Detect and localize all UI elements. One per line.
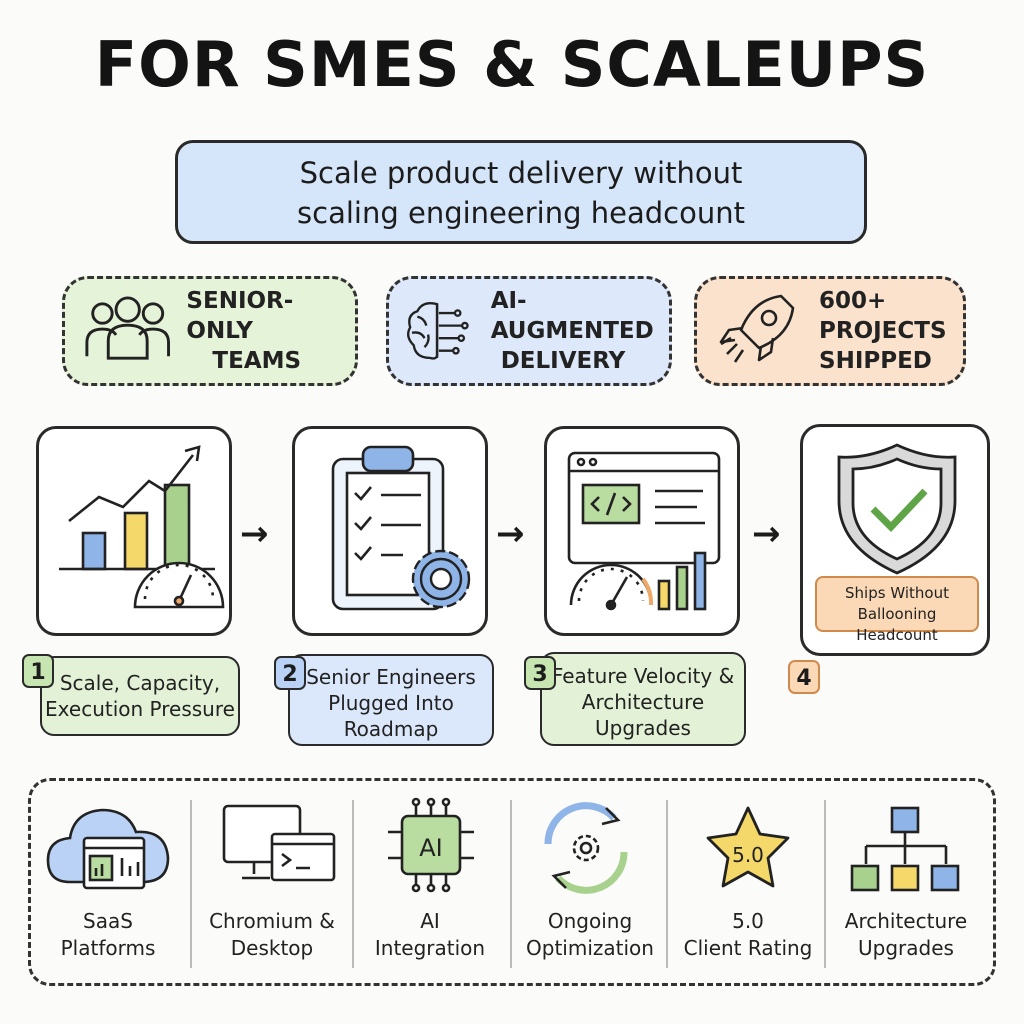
brain-circuit-icon — [406, 302, 469, 360]
arrow-right-icon: → — [752, 514, 781, 554]
capability-label: SaaS Platforms — [28, 908, 188, 962]
capabilities-strip — [28, 778, 996, 986]
rocket-icon — [719, 294, 795, 363]
cap-text: Platforms — [60, 936, 156, 960]
growth-chart-gauge-icon — [59, 445, 225, 609]
cap-text: Chromium & — [209, 909, 335, 933]
outcome-text: Ships Without Ballooning Headcount — [845, 584, 949, 644]
cap-text: Client Rating — [683, 936, 813, 960]
cap-text: AI — [420, 909, 440, 933]
step-text: Plugged Into — [328, 691, 454, 715]
step-card-1 — [36, 426, 232, 636]
highlight-ai-delivery: AI-AUGMENTED DELIVERY — [386, 276, 672, 386]
highlight-line: SENIOR-ONLY — [186, 288, 294, 344]
step-text: Scale, Capacity, — [59, 671, 221, 695]
cap-text: Ongoing — [547, 909, 633, 933]
star-icon: 5.0 — [706, 806, 790, 888]
step-number-4: 4 — [788, 660, 820, 694]
subtitle-banner: Scale product delivery without scaling e… — [175, 140, 867, 244]
shield-check-icon — [837, 443, 957, 575]
page-title: FOR SMES & SCALEUPS — [94, 28, 930, 101]
capability-label: 5.0 Client Rating — [668, 908, 828, 962]
step-label-1: Scale, Capacity, Execution Pressure — [40, 656, 240, 736]
step-text: Senior Engineers — [306, 665, 476, 689]
highlight-line: PROJECTS — [819, 318, 947, 344]
divider — [190, 800, 192, 968]
step-label-2: Senior Engineers Plugged Into Roadmap — [288, 654, 494, 746]
highlight-projects-shipped: 600+ PROJECTS SHIPPED — [694, 276, 966, 386]
step-number-3: 3 — [524, 656, 556, 690]
step-card-2 — [292, 426, 488, 636]
cap-text: Optimization — [526, 936, 654, 960]
highlight-line: AI-AUGMENTED — [490, 288, 654, 344]
highlight-senior-teams: SENIOR-ONLY TEAMS — [62, 276, 358, 386]
star-rating-label: 5.0 — [732, 843, 764, 867]
step-number-1: 1 — [22, 654, 54, 688]
clipboard-gear-icon — [331, 445, 471, 611]
capability-label: Architecture Upgrades — [826, 908, 986, 962]
chip-label: AI — [419, 834, 443, 862]
cap-text: 5.0 — [732, 909, 764, 933]
ai-chip-icon: AI — [388, 797, 474, 893]
step-text: Upgrades — [595, 716, 691, 740]
highlight-line: SHIPPED — [819, 348, 932, 374]
code-window-gauge-icon — [567, 451, 721, 611]
step-text: Execution Pressure — [45, 697, 235, 721]
step-card-3 — [544, 426, 740, 636]
cycle-gear-icon — [544, 802, 628, 894]
desktop-terminal-icon — [222, 804, 336, 882]
cloud-dashboard-icon — [46, 808, 170, 890]
step-number-2: 2 — [274, 656, 306, 690]
capability-label: Chromium & Desktop — [192, 908, 352, 962]
cap-text: Desktop — [230, 936, 314, 960]
divider — [666, 800, 668, 968]
step-text: Architecture — [581, 690, 705, 714]
divider — [824, 800, 826, 968]
capability-label: AI Integration — [350, 908, 510, 962]
highlight-line: TEAMS — [212, 348, 302, 374]
team-icon — [85, 296, 170, 360]
step-text: Feature Velocity & — [551, 664, 735, 688]
step-label-3: Feature Velocity & Architecture Upgrades — [540, 652, 746, 746]
arrow-right-icon: → — [240, 514, 269, 554]
step-text: Roadmap — [343, 717, 439, 741]
highlight-line: DELIVERY — [500, 348, 626, 374]
outcome-label: Ships Without Ballooning Headcount — [815, 576, 979, 644]
cap-text: Integration — [374, 936, 486, 960]
subtitle-line: Scale product delivery without — [299, 156, 743, 190]
capability-label: Ongoing Optimization — [510, 908, 670, 962]
subtitle-line: scaling engineering headcount — [297, 196, 745, 230]
divider — [352, 800, 354, 968]
cap-text: Architecture — [844, 909, 968, 933]
divider — [510, 800, 512, 968]
cap-text: Upgrades — [858, 936, 954, 960]
cap-text: SaaS — [83, 909, 133, 933]
arrow-right-icon: → — [496, 514, 525, 554]
hierarchy-icon — [850, 806, 960, 892]
highlight-line: 600+ — [819, 288, 887, 314]
